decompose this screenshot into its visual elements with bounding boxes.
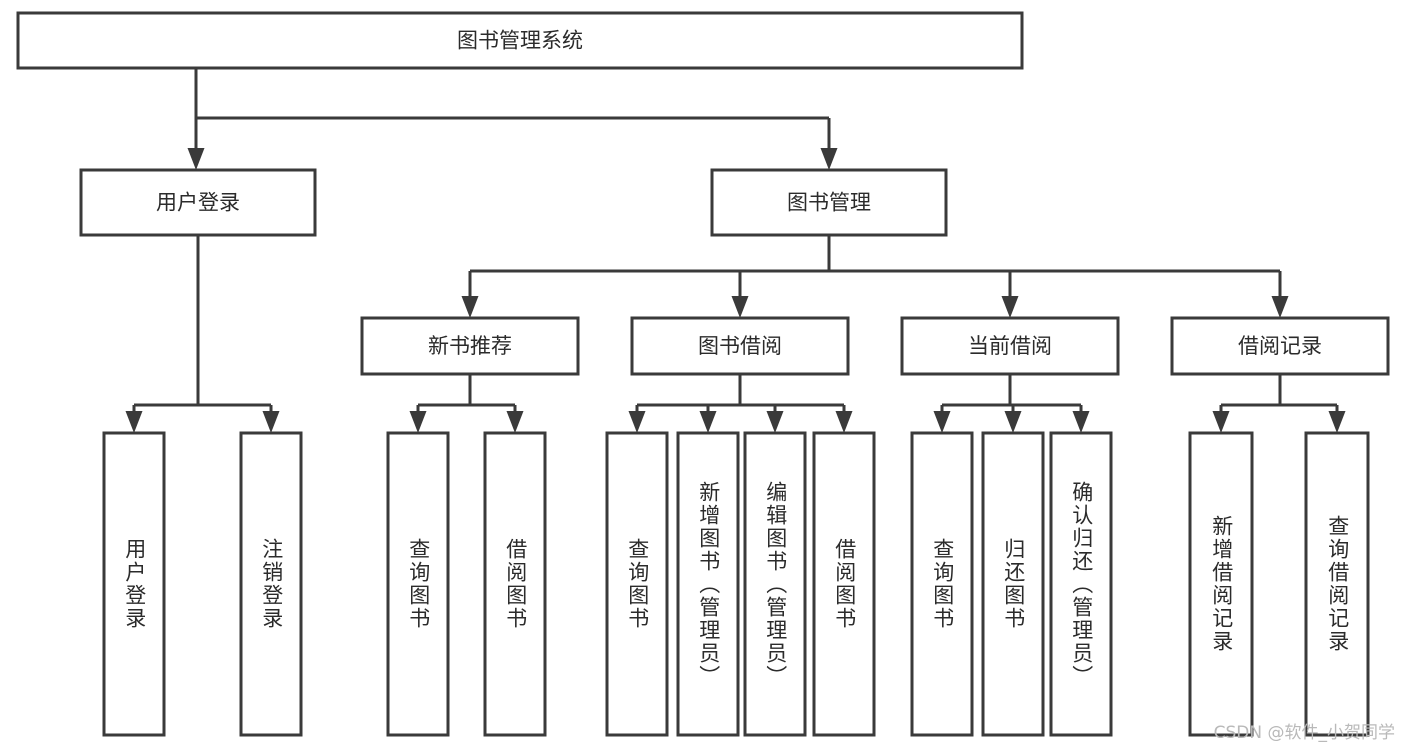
arrow-head-icon [1271,296,1289,318]
watermark-text: CSDN @软件_小贺同学 [1213,723,1395,743]
node-box-layer [16,11,1390,737]
arrow-head-icon [628,411,646,433]
node-label-leaf-edit-book: 编辑图书（管理员） [763,480,788,688]
node-label-leaf-confirm-return: 确认归还（管理员） [1069,480,1094,688]
arrow-head-icon [699,411,717,433]
node-label-leaf-query-book-1: 查询图书 [406,538,431,630]
node-box-leaf-query-record[interactable] [1304,431,1370,737]
node-box-current-borrow[interactable] [900,316,1120,376]
arrow-head-icon [731,296,749,318]
node-label-root: 图书管理系统 [457,29,583,53]
node-box-leaf-confirm-return[interactable] [1049,431,1113,737]
node-box-new-book-rec[interactable] [360,316,580,376]
arrow-head-icon [933,411,951,433]
arrow-head-icon [766,411,784,433]
node-box-leaf-user-login[interactable] [102,431,166,737]
node-box-user-login[interactable] [79,168,317,237]
node-label-leaf-borrow-book-2: 借阅图书 [832,538,857,630]
arrow-head-icon [1004,411,1022,433]
arrow-head-icon [1072,411,1090,433]
arrow-head-icon [835,411,853,433]
node-label-leaf-add-record: 新增借阅记录 [1209,515,1234,653]
node-box-leaf-add-record[interactable] [1188,431,1254,737]
arrow-head-icon [461,296,479,318]
node-box-leaf-borrow-book-1[interactable] [483,431,547,737]
node-label-borrow-record: 借阅记录 [1238,334,1322,358]
node-box-leaf-query-book-3[interactable] [910,431,974,737]
node-box-leaf-add-book[interactable] [676,431,740,737]
arrow-head-icon [125,411,143,433]
node-label-leaf-query-book-3: 查询图书 [930,538,955,630]
node-label-book-borrow: 图书借阅 [698,334,782,358]
arrow-head-icon [506,411,524,433]
node-label-leaf-query-record: 查询借阅记录 [1325,515,1350,653]
arrow-head-icon [1328,411,1346,433]
node-label-leaf-query-book-2: 查询图书 [625,538,650,630]
node-box-book-borrow[interactable] [630,316,850,376]
arrow-head-icon [1001,296,1019,318]
node-box-book-manage[interactable] [710,168,948,237]
node-label-leaf-return-book: 归还图书 [1001,538,1026,630]
node-box-leaf-edit-book[interactable] [743,431,807,737]
arrow-head-icon [1212,411,1230,433]
node-box-leaf-return-book[interactable] [981,431,1045,737]
arrow-head-icon [820,148,838,170]
node-label-leaf-logout: 注销登录 [259,538,284,630]
arrow-head-icon [262,411,280,433]
node-label-leaf-user-login: 用户登录 [122,538,147,630]
node-label-user-login: 用户登录 [156,191,240,215]
node-label-current-borrow: 当前借阅 [968,334,1052,358]
node-box-leaf-logout[interactable] [239,431,303,737]
node-box-leaf-query-book-1[interactable] [386,431,450,737]
arrow-head-icon [187,148,205,170]
node-label-new-book-rec: 新书推荐 [428,334,512,358]
arrow-head-icon [409,411,427,433]
connector-layer [125,68,1346,433]
node-box-leaf-query-book-2[interactable] [605,431,669,737]
node-box-root[interactable] [16,11,1024,70]
node-label-leaf-borrow-book-1: 借阅图书 [503,538,528,630]
node-box-borrow-record[interactable] [1170,316,1390,376]
node-label-leaf-add-book: 新增图书（管理员） [696,480,721,688]
node-label-book-manage: 图书管理 [787,191,871,215]
node-box-leaf-borrow-book-2[interactable] [812,431,876,737]
